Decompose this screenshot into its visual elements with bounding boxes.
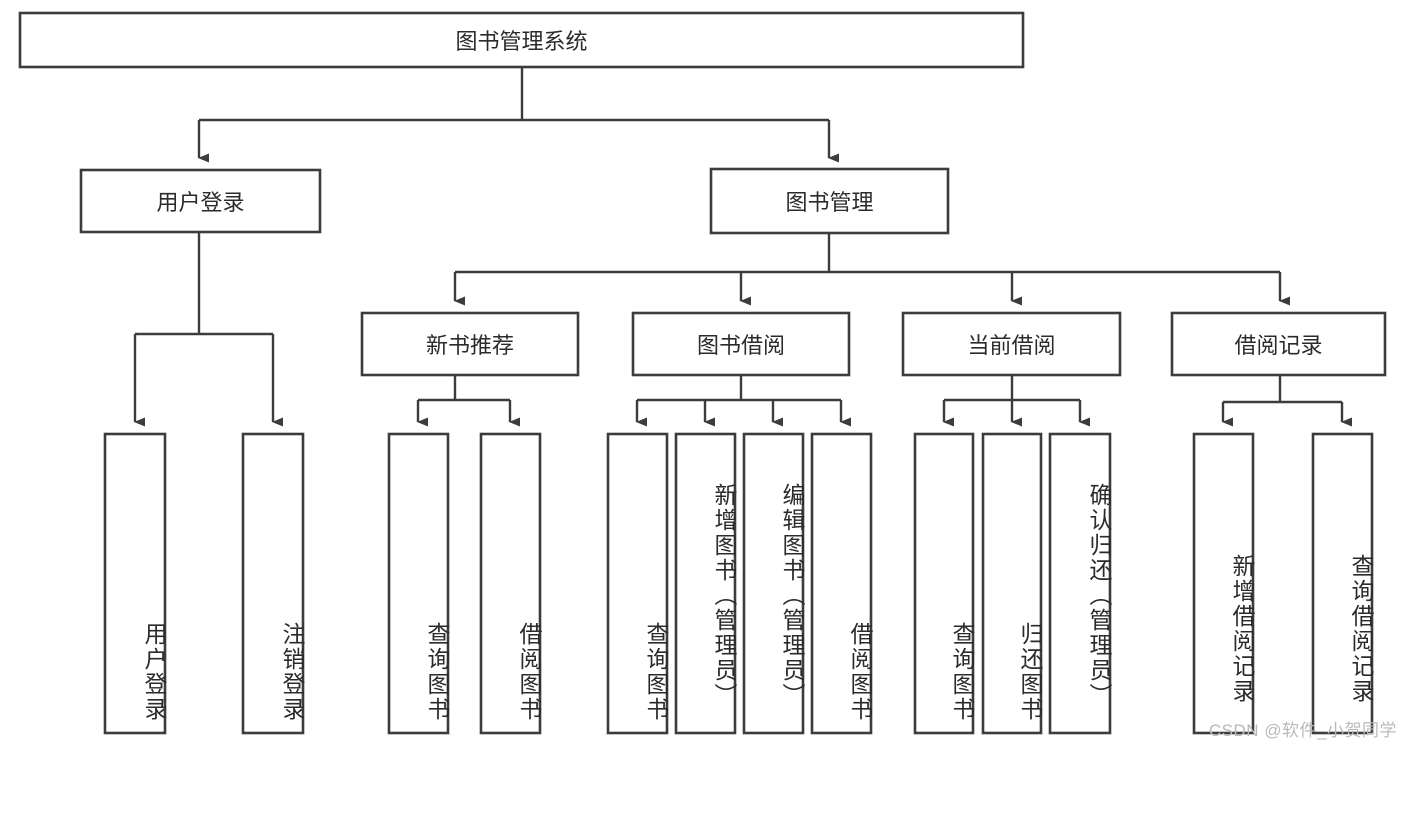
leaf-box-confirm-return-admin[interactable] (1048, 432, 1112, 735)
node-borrow-record-box[interactable] (1170, 311, 1387, 377)
node-book-management-box[interactable] (709, 167, 950, 235)
leaf-box-add-borrow-record[interactable] (1192, 432, 1255, 735)
leaf-box-edit-book-admin[interactable] (742, 432, 805, 735)
flowchart-diagram: 图书管理系统 用户登录 图书管理 新书推荐 图书借阅 当前借阅 借阅记录 用户登… (18, 11, 1397, 740)
leaf-box-add-book-admin[interactable] (674, 432, 737, 735)
node-user-login-box[interactable] (79, 168, 322, 234)
flowchart-connectors-layer (18, 11, 1387, 735)
leaf-box-query-book-3[interactable] (913, 432, 975, 735)
leaf-box-query-book-1[interactable] (387, 432, 450, 735)
leaf-box-borrow-book-1[interactable] (479, 432, 542, 735)
leaf-box-user-login[interactable] (103, 432, 167, 735)
node-book-borrow-box[interactable] (631, 311, 851, 377)
leaf-box-borrow-book-2[interactable] (810, 432, 873, 735)
node-current-borrow-box[interactable] (901, 311, 1122, 377)
leaf-box-logout[interactable] (241, 432, 305, 735)
leaf-box-return-book[interactable] (981, 432, 1043, 735)
leaf-box-query-book-2[interactable] (606, 432, 669, 735)
node-new-book-recommend-box[interactable] (360, 311, 580, 377)
node-root-box[interactable] (18, 11, 1025, 69)
leaf-box-query-borrow-record[interactable] (1311, 432, 1374, 735)
